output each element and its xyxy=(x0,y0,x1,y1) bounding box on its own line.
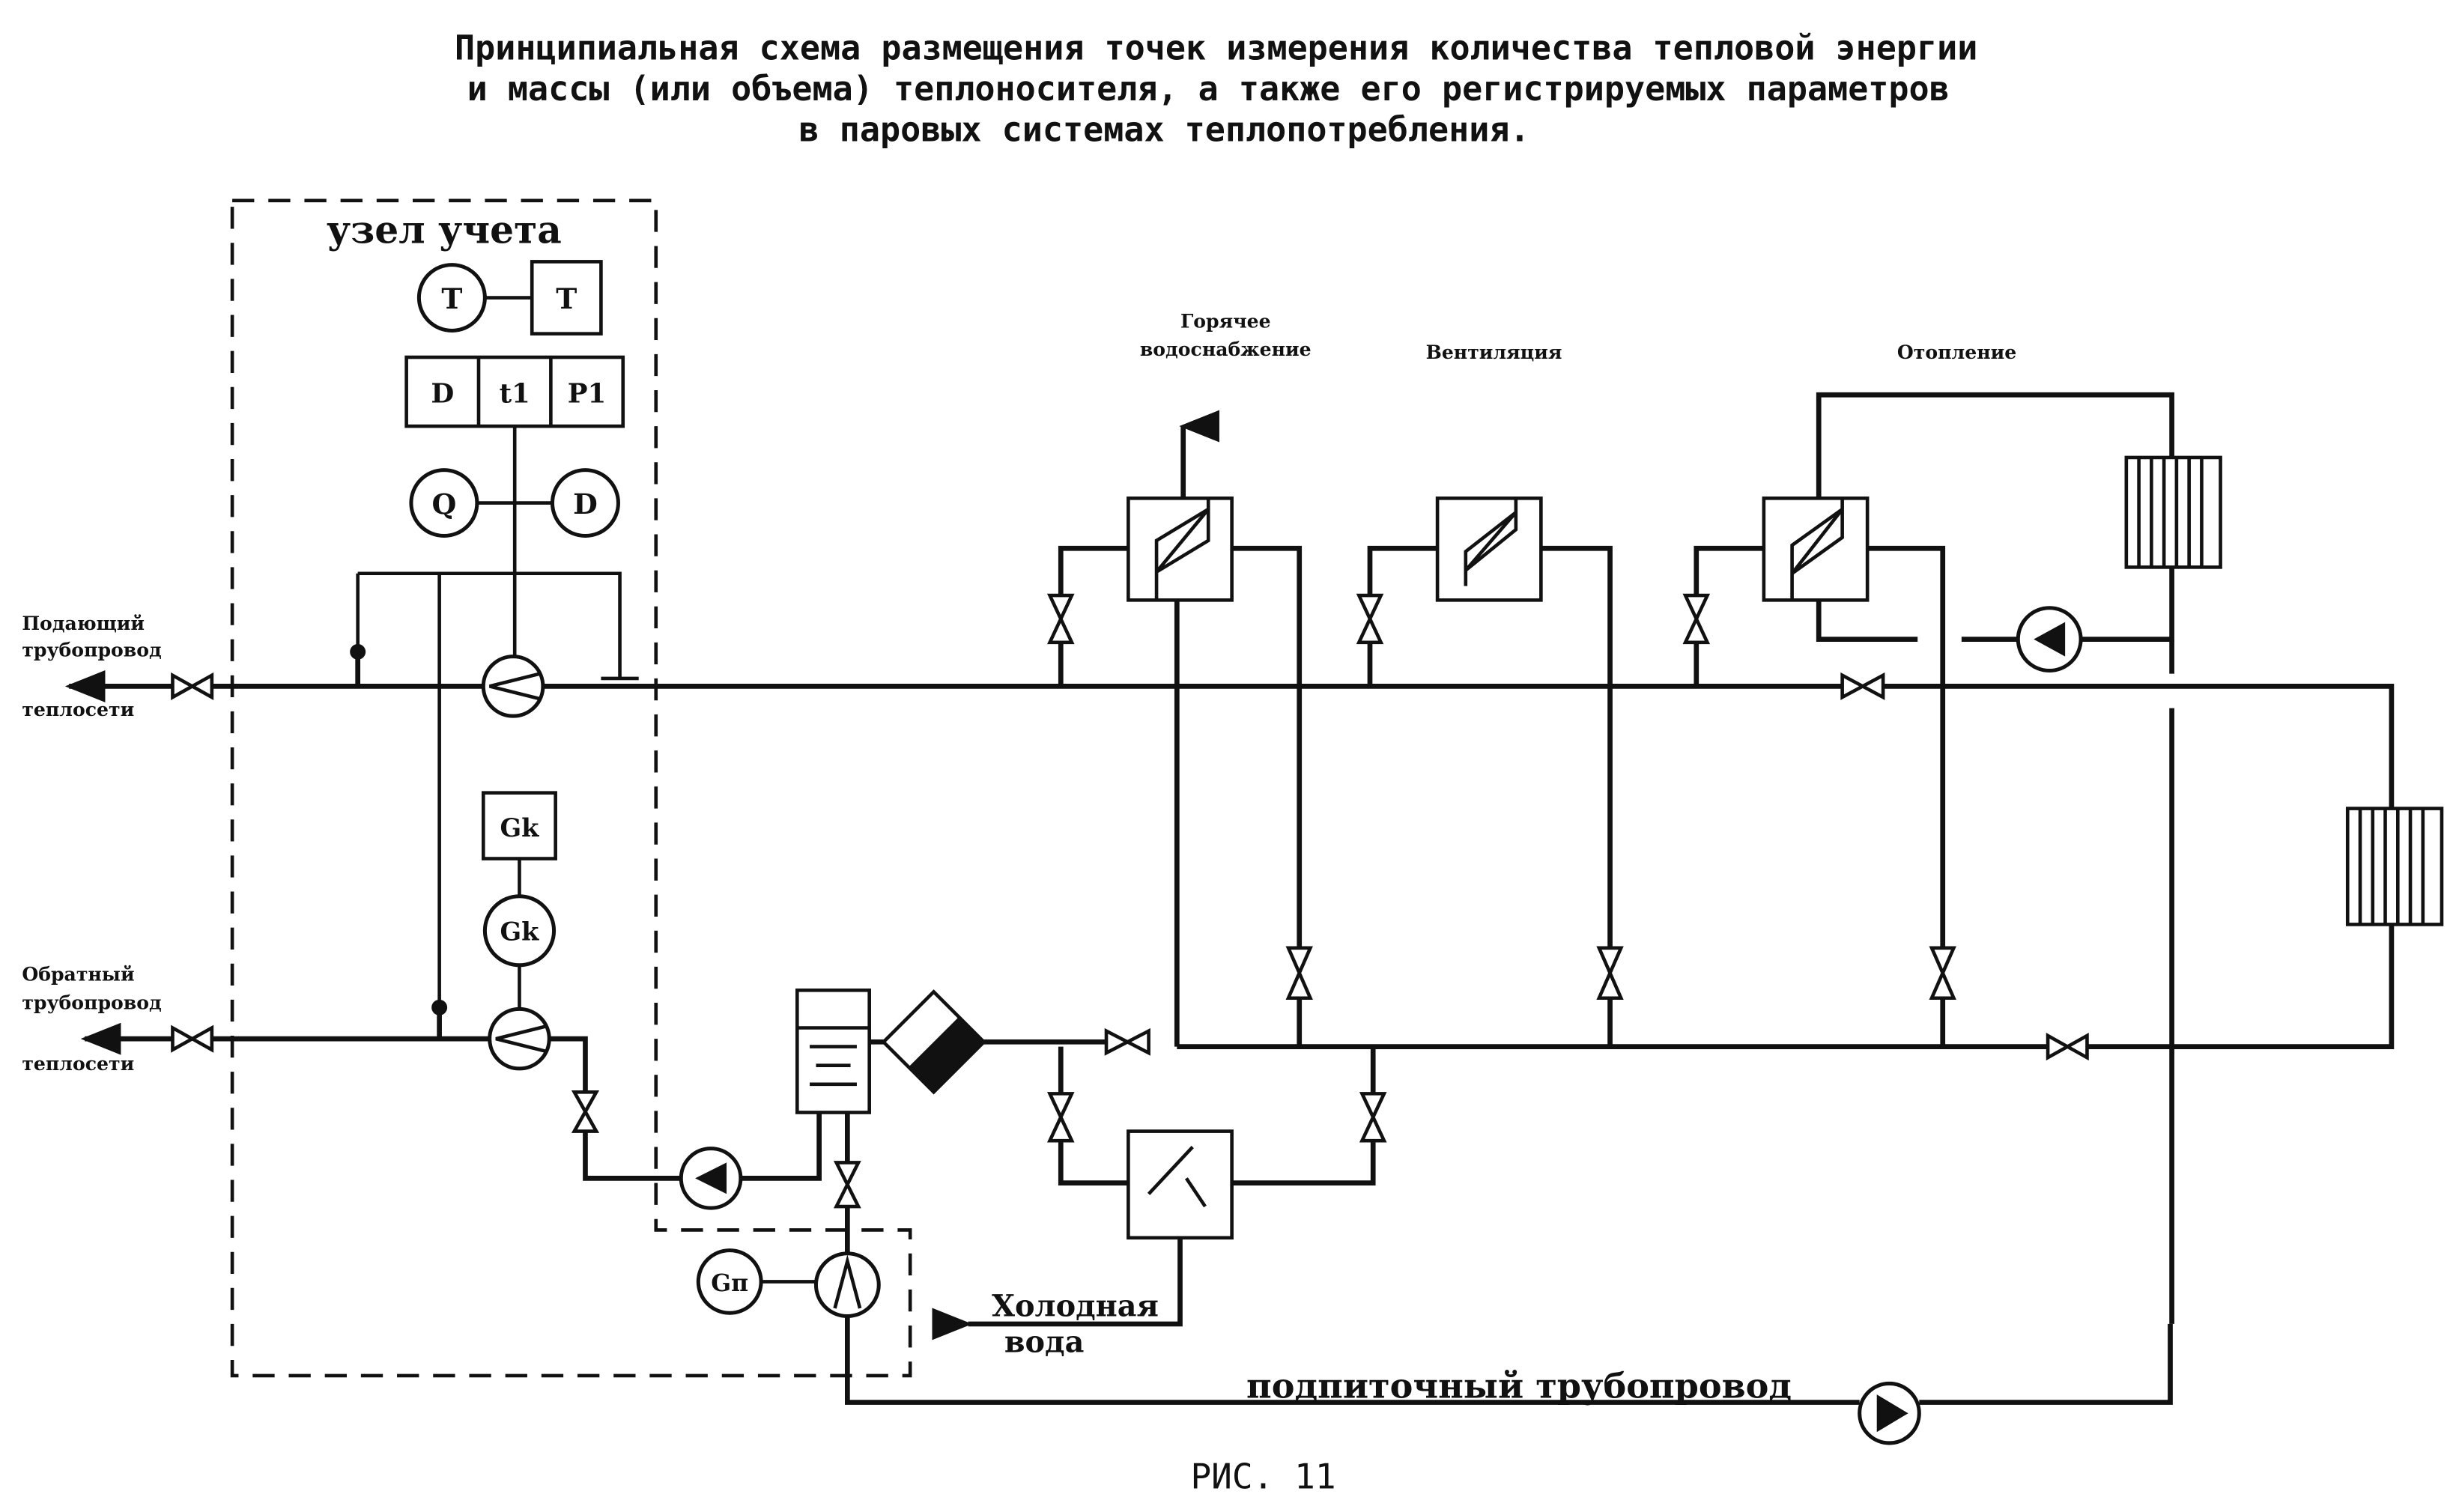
ventilation-label: Вентиляция xyxy=(1426,341,1562,363)
t1-recorder-label: t1 xyxy=(500,379,530,410)
cold-water-inlet-pipe xyxy=(932,1237,1183,1341)
thermometer-supply-icon xyxy=(350,643,366,687)
makeup-flowmeter xyxy=(813,1251,881,1318)
makeup-pipe-label: подпиточный трубопровод xyxy=(1246,1365,1792,1406)
hot-water-loop-pipe xyxy=(1058,545,1303,1047)
heating-valve-supply xyxy=(1682,593,1711,645)
heating-loop-pipe xyxy=(1694,545,1946,1047)
steam-flow-indicator-circle: D xyxy=(550,468,620,538)
metering-unit-border xyxy=(230,198,912,1378)
title-line-1: Принципиальная схема размещения точек из… xyxy=(455,28,1977,68)
hot-water-valve-return xyxy=(1285,946,1313,1001)
hot-water-label-1: Горячее xyxy=(1180,309,1271,332)
svg-text:Gk: Gk xyxy=(500,917,540,946)
condensate-flowmeter xyxy=(488,1007,551,1071)
return-pipe-label-3: теплосети xyxy=(22,1052,134,1075)
condensate-recorder-box: Gk xyxy=(481,791,557,860)
makeup-pump-icon xyxy=(1858,1381,1921,1445)
svg-text:T: T xyxy=(556,282,577,315)
cold-water-label-2: вода xyxy=(1004,1326,1085,1360)
hot-water-valve-supply xyxy=(1046,593,1075,645)
supply-pipe-label-1: Подающий xyxy=(22,612,145,634)
return-valve xyxy=(171,1024,214,1053)
metering-unit-label: узел учета xyxy=(327,207,562,252)
title-line-2: и массы (или объема) теплоносителя, а та… xyxy=(467,69,1950,109)
ventilation-valve-return xyxy=(1596,946,1624,1001)
heating-heat-exchanger xyxy=(1762,497,1870,602)
hot-water-heater xyxy=(1127,497,1234,602)
cold-water-valve-1 xyxy=(1046,1092,1075,1143)
return-drain-valve xyxy=(571,1090,600,1133)
heat-quantity-indicator-circle: Q xyxy=(409,468,479,538)
svg-text:T: T xyxy=(441,282,462,315)
hot-water-label-2: водоснабжение xyxy=(1140,338,1312,360)
recorder-block-d-t1-p1: D t1 P1 xyxy=(404,355,625,428)
condensate-pump-icon xyxy=(679,1147,743,1210)
return-pipe-label-2: трубопровод xyxy=(22,991,161,1013)
supply-bypass-valve xyxy=(1840,672,1885,700)
return-pipe-label-1: Обратный xyxy=(22,963,134,986)
svg-text:Gп: Gп xyxy=(711,1270,748,1297)
heating-label: Отопление xyxy=(1897,341,2016,363)
makeup-valve xyxy=(833,1161,861,1209)
supply-flowmeter xyxy=(481,655,545,718)
temperature-indicator-circle: T xyxy=(416,263,487,333)
heating-radiator-upper xyxy=(2124,455,2222,569)
svg-text:Gk: Gk xyxy=(500,813,540,842)
cold-water-heater-loop-pipe xyxy=(1058,1046,1376,1185)
scheme-title: Принципиальная схема размещения точек из… xyxy=(455,28,1977,150)
thermometer-return-icon xyxy=(431,999,448,1039)
temperature-recorder-box: T xyxy=(530,260,603,336)
svg-text:Q: Q xyxy=(431,488,456,520)
d-recorder-label: D xyxy=(431,379,454,410)
supply-pipe-label-2: трубопровод xyxy=(22,639,161,661)
mixing-heat-exchanger xyxy=(881,989,986,1095)
makeup-indicator-circle: Gп xyxy=(696,1248,763,1315)
supply-pipe-label-3: теплосети xyxy=(22,698,134,720)
return-line-valve-1 xyxy=(1104,1027,1150,1056)
supply-main-pipe xyxy=(211,684,2395,1049)
p1-recorder-label: P1 xyxy=(568,379,607,410)
cold-water-label-1: Холодная xyxy=(992,1289,1159,1323)
condensate-indicator-circle: Gk xyxy=(482,894,557,968)
heating-circuit-upper-pipe xyxy=(1816,392,2174,642)
return-line-valve-2 xyxy=(2046,1033,2089,1061)
heating-valve-return xyxy=(1929,946,1956,1001)
supply-valve xyxy=(171,672,214,700)
impulse-line-bus xyxy=(356,571,622,1018)
figure-caption: РИС. 11 xyxy=(1190,1457,1335,1497)
ventilation-loop-pipe xyxy=(1367,545,1613,1047)
ventilation-heater xyxy=(1435,497,1543,602)
svg-text:D: D xyxy=(573,488,598,520)
heating-radiator-lower xyxy=(2345,807,2444,926)
ventilation-valve-supply xyxy=(1356,593,1384,645)
heating-circulation-pump-icon xyxy=(2016,606,2083,672)
condensate-tank xyxy=(795,988,871,1114)
heating-circuit-return-pipe xyxy=(1816,600,1918,642)
cold-water-heater xyxy=(1127,1129,1234,1240)
title-line-3: в паровых системах теплопотребления. xyxy=(799,109,1530,149)
return-main-pipe xyxy=(211,1036,822,1181)
cold-water-valve-2 xyxy=(1359,1092,1387,1143)
